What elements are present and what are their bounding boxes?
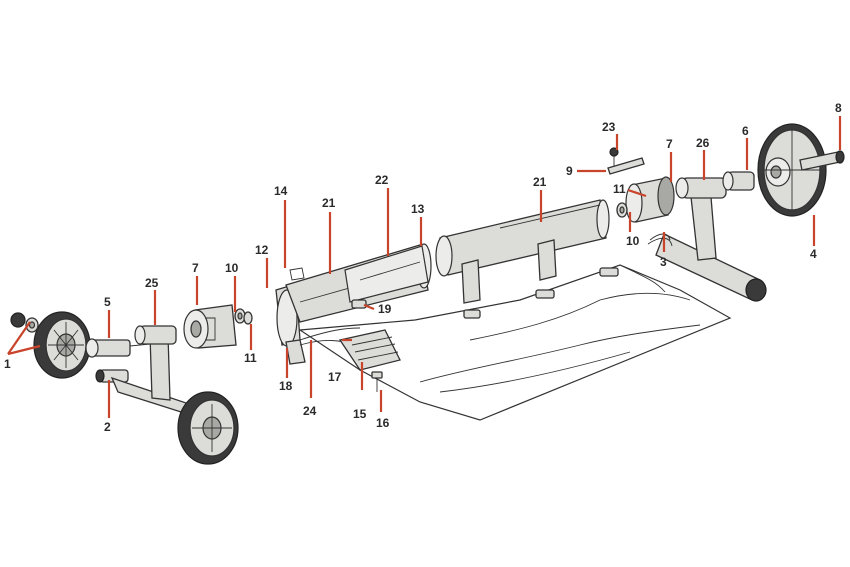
callout-1: 1 (4, 357, 11, 371)
callout-25: 25 (145, 276, 159, 290)
left-washer (234, 308, 253, 325)
callout-13: 13 (411, 202, 425, 216)
callout-9: 9 (566, 164, 573, 178)
tube-support-brackets (461, 239, 619, 319)
buckle-plate (338, 329, 401, 371)
callout-3: 3 (660, 255, 667, 269)
right-drive-hub (625, 176, 675, 223)
callout-labels: 1 2 3 4 5 6 7 7 8 9 10 10 11 11 12 13 14… (4, 101, 842, 434)
callout-19: 19 (378, 302, 392, 316)
callout-8: 8 (835, 101, 842, 115)
callout-12: 12 (255, 243, 269, 257)
left-drive-hub (183, 304, 237, 349)
axle-spindle (95, 369, 129, 383)
callout-5: 5 (104, 295, 111, 309)
right-washer (616, 202, 628, 218)
callout-7-left: 7 (192, 261, 199, 275)
callout-18: 18 (279, 379, 293, 393)
right-stand-frame (655, 177, 767, 302)
callout-10-right: 10 (626, 234, 640, 248)
callout-23: 23 (602, 120, 616, 134)
callout-2: 2 (104, 420, 111, 434)
fastener-screws (371, 371, 383, 392)
left-wheel-front (33, 311, 91, 379)
axle-bushing (85, 338, 151, 358)
callout-21-right: 21 (533, 175, 547, 189)
callout-22: 22 (375, 173, 389, 187)
callout-26: 26 (696, 136, 710, 150)
callout-15: 15 (353, 407, 367, 421)
callout-4: 4 (810, 247, 817, 261)
callout-leader-lines (7, 116, 842, 418)
crank-pin (607, 157, 645, 175)
callout-11-right: 11 (613, 182, 626, 196)
callout-16: 16 (376, 416, 390, 430)
hub-nut (10, 312, 39, 333)
left-wheel-rear (177, 391, 239, 465)
callout-6: 6 (742, 124, 749, 138)
callout-11-left: 11 (244, 351, 257, 365)
callout-7-right: 7 (666, 137, 673, 151)
callout-14: 14 (274, 184, 288, 198)
crank-bushing (722, 171, 755, 191)
right-roller-tube (435, 199, 610, 277)
bracket-clip (351, 299, 367, 309)
wheel-shaft (799, 150, 845, 171)
callout-21-left: 21 (322, 196, 336, 210)
callout-10-left: 10 (225, 261, 239, 275)
left-stand-frame (110, 325, 202, 420)
callout-24: 24 (303, 404, 317, 418)
knob-screw (609, 147, 619, 166)
callout-17: 17 (328, 370, 342, 384)
roller-sleeve (344, 245, 429, 303)
hand-wheel (757, 123, 827, 217)
